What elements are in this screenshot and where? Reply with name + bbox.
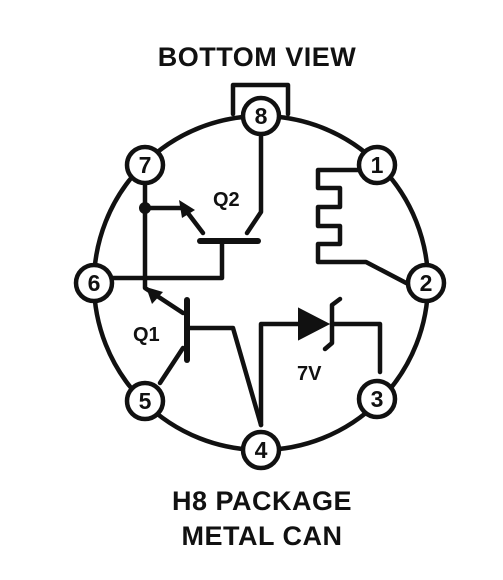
q2-collector-lead <box>244 113 264 236</box>
q1-emitter-arrow <box>146 287 163 304</box>
q1-emitter-lead <box>142 275 186 316</box>
q2-label: Q2 <box>213 189 240 211</box>
q1-base-lead <box>186 325 264 428</box>
zener-voltage-label: 7V <box>297 363 322 385</box>
pin-3-label: 3 <box>371 386 384 412</box>
pin-5-label: 5 <box>139 388 152 414</box>
pin-4[interactable]: 4 <box>240 429 282 471</box>
q1-collector-lead <box>157 345 186 386</box>
package-name: H8 PACKAGE <box>172 486 352 516</box>
pin-5[interactable]: 5 <box>124 380 166 422</box>
q2-emitter-lead <box>142 205 206 236</box>
q2-emitter-arrow <box>179 200 195 218</box>
zener-diode-symbol <box>298 307 331 341</box>
heater-element <box>315 167 413 288</box>
pin-7-label: 7 <box>139 152 152 178</box>
pin-2[interactable]: 2 <box>405 262 447 304</box>
diagram-title: BOTTOM VIEW <box>158 42 357 72</box>
pin-4-label: 4 <box>255 437 268 463</box>
pin-3[interactable]: 3 <box>356 378 398 420</box>
zener-lead-pin3 <box>329 321 383 375</box>
pin-1-label: 1 <box>371 152 384 178</box>
pin-6[interactable]: 6 <box>73 262 115 304</box>
pin-6-label: 6 <box>88 270 101 296</box>
pin-1[interactable]: 1 <box>356 144 398 186</box>
q1-label: Q1 <box>133 324 160 346</box>
pin-2-label: 2 <box>420 270 433 296</box>
pin-8-label: 8 <box>255 103 268 129</box>
package-tab <box>230 82 291 117</box>
pin-7[interactable]: 7 <box>124 144 166 186</box>
package-type: METAL CAN <box>182 521 343 551</box>
pin-8[interactable]: 8 <box>240 95 282 137</box>
zener-lead-pin4 <box>258 321 303 428</box>
pin7-junction-dot <box>139 202 151 214</box>
q2-base-lead <box>110 240 225 281</box>
